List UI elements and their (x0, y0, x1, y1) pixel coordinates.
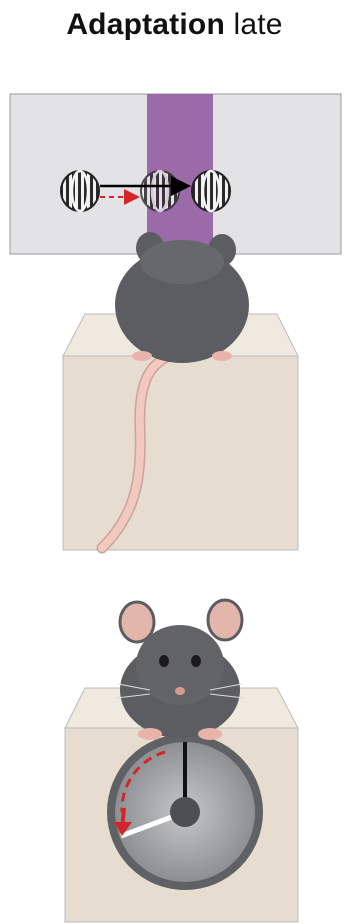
visual-screen (10, 94, 341, 254)
mouse-front-icon (116, 600, 244, 740)
striped-ball-icon (61, 171, 99, 211)
striped-ball-icon (141, 171, 179, 211)
wheel-icon (107, 734, 263, 890)
striped-ball-icon (192, 171, 230, 211)
